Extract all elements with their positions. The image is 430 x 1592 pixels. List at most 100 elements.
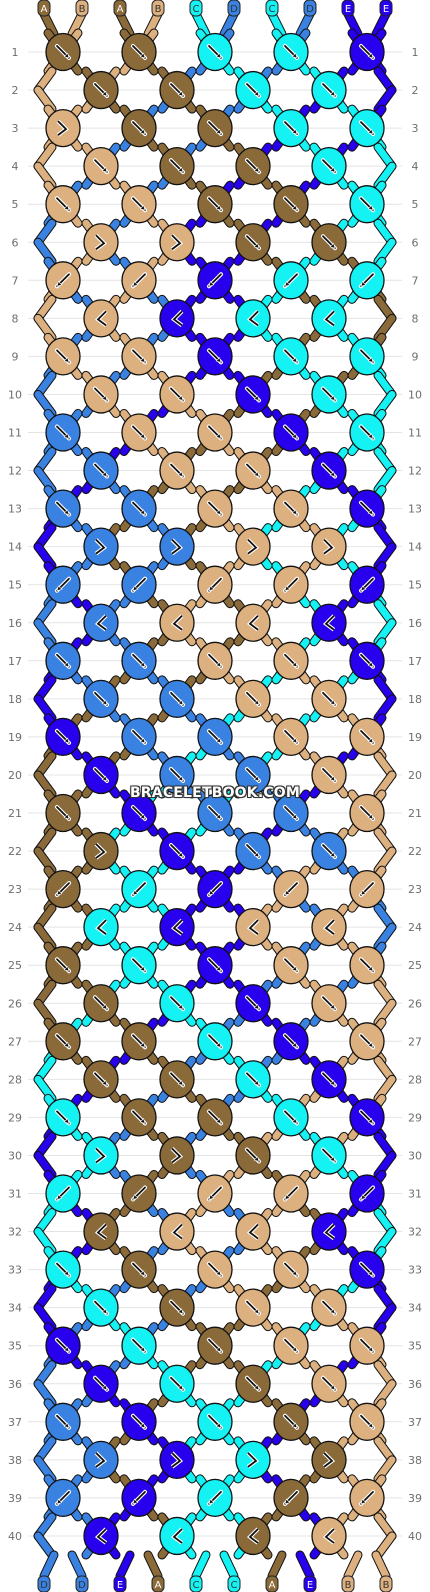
knot	[349, 413, 385, 452]
knot	[349, 869, 385, 909]
thread-start-segment	[192, 10, 210, 38]
knot	[121, 1174, 157, 1213]
arrow-bf	[172, 1528, 183, 1544]
arrow-forward-head	[215, 1270, 222, 1277]
arrow-forward-head	[139, 1118, 146, 1124]
arrow-forward-head	[177, 1003, 184, 1010]
thread-start-segment	[268, 10, 286, 38]
thread-end-segment	[296, 1551, 314, 1580]
arrow-forward-head	[63, 204, 70, 211]
arrow-fb	[247, 539, 258, 555]
knot	[83, 984, 119, 1023]
strand-label-top-swatch	[265, 0, 279, 17]
thread-end-segment	[116, 1551, 134, 1580]
knot	[273, 565, 309, 604]
arrow-forward-head	[215, 1118, 222, 1124]
edge-thread-segment	[34, 1532, 56, 1559]
arrow-forward-head	[291, 1422, 298, 1429]
row-number-left: 22	[8, 845, 22, 858]
knot	[235, 451, 271, 490]
row-number-left: 28	[8, 1073, 22, 1086]
arrow-forward-head	[367, 965, 374, 972]
strand-label-top-swatch	[341, 0, 355, 17]
knot	[45, 1478, 81, 1518]
row-number-right: 39	[408, 1492, 422, 1505]
arrow-fb	[171, 234, 182, 250]
thread-start-segment	[372, 10, 390, 38]
arrow-bf	[324, 919, 335, 935]
knot	[83, 755, 119, 795]
arrow-backward-head	[360, 889, 367, 896]
row-number-left: 2	[12, 84, 19, 97]
knot	[45, 793, 81, 833]
arrow-forward-head	[329, 1003, 336, 1010]
knot	[349, 185, 385, 224]
arrow-forward-head	[215, 1346, 222, 1353]
knot	[349, 1098, 385, 1137]
arrow-forward-head	[291, 52, 298, 59]
arrow-forward-head	[291, 1118, 298, 1124]
arrow-forward-head	[139, 204, 146, 211]
arrow-bf	[172, 919, 183, 935]
knot	[45, 565, 81, 604]
arrow-forward-head	[63, 1422, 70, 1429]
arrow-forward-head	[101, 775, 108, 782]
knot	[311, 1288, 347, 1327]
arrow-forward-head	[139, 965, 146, 972]
knot	[273, 337, 309, 376]
knot	[197, 32, 233, 72]
knot	[159, 1212, 195, 1251]
arrow-forward-head	[101, 1308, 108, 1315]
knot	[83, 299, 119, 338]
row-number-left: 37	[8, 1416, 22, 1429]
knot	[45, 1326, 81, 1365]
arrow-backward-head	[284, 1498, 291, 1505]
row-number-left: 23	[8, 883, 22, 896]
knot	[197, 793, 233, 833]
arrow-forward-head	[215, 433, 222, 439]
knot	[235, 1060, 271, 1099]
arrow-forward-head	[253, 1384, 260, 1391]
row-number-left: 9	[12, 350, 19, 363]
arrow-fb	[171, 1452, 182, 1468]
row-number-left: 3	[12, 122, 19, 135]
arrow-backward-head	[360, 1498, 367, 1505]
arrow-forward-head	[291, 1346, 298, 1353]
knot	[121, 1326, 157, 1365]
knot	[83, 603, 119, 642]
arrow-bf	[96, 615, 107, 631]
row-number-left: 36	[8, 1378, 22, 1391]
arrow-forward-head	[329, 395, 336, 401]
arrow-forward-head	[329, 1079, 336, 1086]
knot	[83, 70, 119, 110]
row-number-left: 30	[8, 1149, 22, 1162]
knot	[159, 1060, 195, 1099]
arrow-backward-head	[284, 1194, 291, 1200]
arrow-forward-head	[63, 965, 70, 972]
row-number-right: 29	[408, 1111, 422, 1124]
arrow-fb	[247, 1452, 258, 1468]
knot	[235, 679, 271, 718]
arrow-forward-head	[329, 1156, 336, 1162]
knot	[83, 1288, 119, 1327]
strand-label-top: E	[383, 4, 389, 15]
arrow-forward-head	[329, 699, 336, 706]
arrow-backward-head	[56, 889, 63, 896]
strand-label-top: B	[155, 4, 162, 15]
knot	[197, 337, 233, 376]
thread-end-segment	[268, 1551, 286, 1580]
arrow-forward-head	[329, 471, 336, 477]
strand-label-bottom-swatch	[189, 1575, 203, 1592]
knot	[121, 261, 157, 300]
arrow-fb	[95, 1147, 106, 1164]
arrow-bf	[96, 1528, 107, 1544]
row-number-left: 19	[8, 731, 22, 744]
arrow-fb	[95, 843, 106, 859]
knot	[83, 375, 119, 414]
row-number-left: 34	[8, 1302, 22, 1315]
row-number-left: 6	[12, 236, 19, 249]
strand-label-top-swatch	[189, 0, 203, 17]
